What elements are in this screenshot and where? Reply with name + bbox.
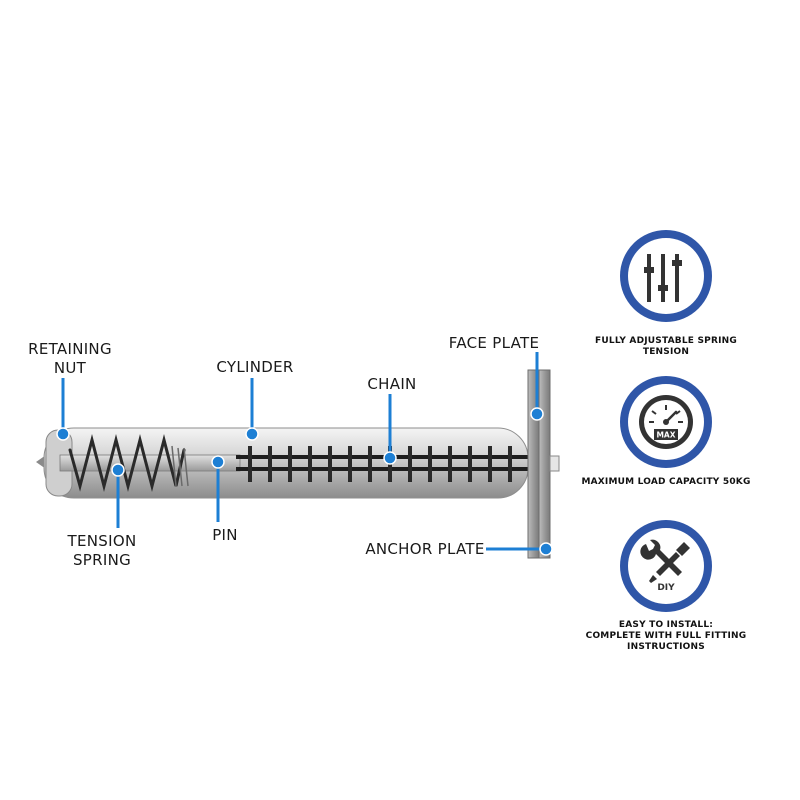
spring-back-coils xyxy=(171,445,189,487)
label-retaining-nut-line2: NUT xyxy=(53,359,87,377)
gauge-icon: MAX xyxy=(620,376,712,468)
sliders-icon xyxy=(620,230,712,322)
label-retaining-nut-line1: RETAINING xyxy=(28,340,112,358)
tension-spring xyxy=(68,434,186,492)
wrench-icon xyxy=(640,539,682,576)
callout-lines xyxy=(61,352,546,551)
label-tension-spring: TENSION SPRING xyxy=(52,532,152,570)
label-face-plate: FACE PLATE xyxy=(448,334,540,352)
label-anchor-plate: ANCHOR PLATE xyxy=(365,540,485,558)
label-pin: PIN xyxy=(212,526,238,544)
tools-icon: DIY xyxy=(620,520,712,612)
label-cylinder: CYLINDER xyxy=(216,358,294,376)
chain xyxy=(236,446,528,482)
label-tension-spring-line2: SPRING xyxy=(72,551,132,569)
label-chain: CHAIN xyxy=(367,375,417,393)
anchor-plate xyxy=(538,369,551,559)
feature-text-3-line3: INSTRUCTIONS xyxy=(627,642,705,652)
diy-badge: DIY xyxy=(657,583,675,593)
gauge-label: MAX xyxy=(656,431,675,440)
label-retaining-nut: RETAINING NUT xyxy=(18,340,122,378)
feature-text-3-line2: COMPLETE WITH FULL FITTING xyxy=(585,631,747,641)
feature-text-3-line1: EASY TO INSTALL: xyxy=(618,620,714,630)
feature-text-1: FULLY ADJUSTABLE SPRING TENSION xyxy=(571,336,761,358)
pin xyxy=(59,454,241,472)
label-tension-spring-line1: TENSION xyxy=(67,532,137,550)
feature-text-1-line1: FULLY ADJUSTABLE SPRING TENSION xyxy=(595,336,737,357)
plate-knob xyxy=(549,455,560,472)
feature-text-2: MAXIMUM LOAD CAPACITY 50KG xyxy=(571,477,761,488)
feature-text-2-line1: MAXIMUM LOAD CAPACITY 50KG xyxy=(581,477,751,487)
screwdriver-icon xyxy=(649,542,690,583)
callout-dots xyxy=(56,407,553,556)
feature-text-3: EASY TO INSTALL: COMPLETE WITH FULL FITT… xyxy=(571,620,761,653)
